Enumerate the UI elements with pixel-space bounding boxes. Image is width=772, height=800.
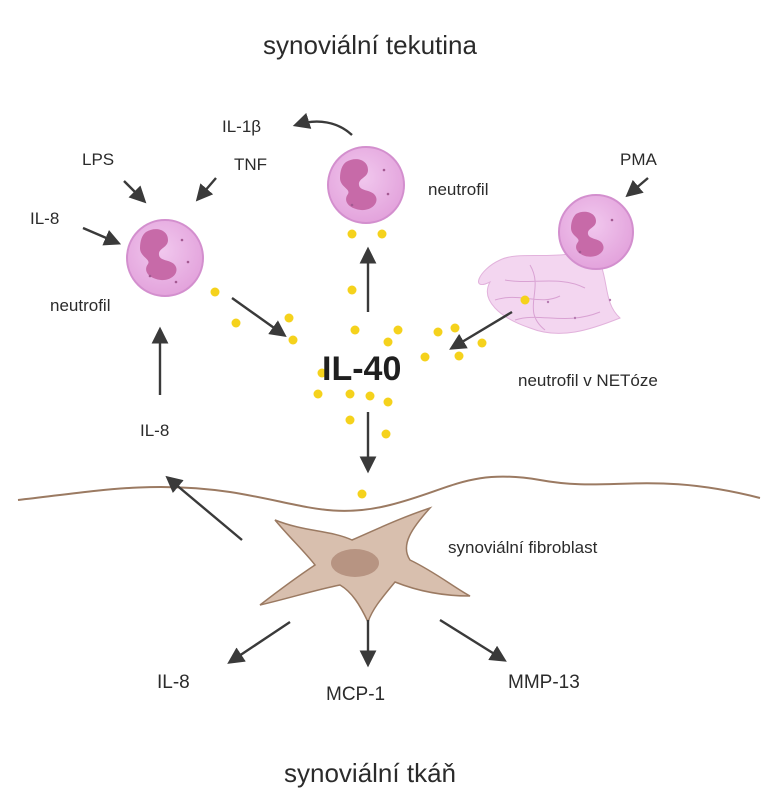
arrow-lps-to-neutrophil	[123, 180, 147, 204]
neutrophil-top-nucleus	[340, 159, 377, 211]
arrow-netosis-to-il40	[449, 310, 513, 350]
top-region-label: synoviální tekutina	[263, 30, 477, 60]
output-il8-label: IL-8	[157, 672, 190, 693]
synovial-membrane-line	[17, 475, 761, 512]
arrow-pma-to-netosis	[625, 177, 649, 198]
tnf-label: TNF	[234, 155, 267, 174]
neutrophil-net-label: neutrofil v NETóze	[518, 371, 658, 390]
output-mcp1-label: MCP-1	[326, 684, 385, 705]
il40-dots	[210, 229, 530, 499]
fibroblast-label: synoviální fibroblast	[448, 538, 598, 557]
arrow-neutrophil-left-to-il40	[231, 297, 287, 337]
arrow-il8-to-neutrophil	[82, 226, 122, 246]
lps-label: LPS	[82, 150, 114, 169]
neutrophil-netosis	[478, 194, 634, 334]
synovial-fibroblast	[259, 506, 471, 625]
il8-input-label: IL-8	[30, 209, 59, 228]
bottom-region-label: synoviální tkáň	[284, 758, 456, 788]
neutrophil-left-nucleus	[140, 229, 177, 281]
output-mmp13-label: MMP-13	[508, 672, 580, 693]
il1b-label: IL-1β	[222, 117, 261, 136]
neutrophil-net-nucleus	[571, 211, 604, 257]
arrow-fibroblast-to-mmp13	[439, 618, 507, 662]
arrow-fibroblast-to-il8-mid	[165, 475, 243, 541]
neutrophil-top	[327, 146, 405, 224]
pma-label: PMA	[620, 150, 658, 169]
neutrophil-left	[126, 219, 204, 297]
neutrophil-left-label: neutrofil	[50, 296, 110, 315]
arrow-neutrophil-to-il1b	[292, 112, 353, 136]
arrow-tnf-to-neutrophil	[195, 177, 217, 202]
neutrophil-top-label: neutrofil	[428, 180, 488, 199]
arrow-fibroblast-to-il8-output	[227, 621, 291, 664]
il40-label: IL-40	[322, 350, 401, 388]
fibroblast-nucleus	[331, 549, 379, 577]
il8-fibroblast-label: IL-8	[140, 421, 169, 440]
